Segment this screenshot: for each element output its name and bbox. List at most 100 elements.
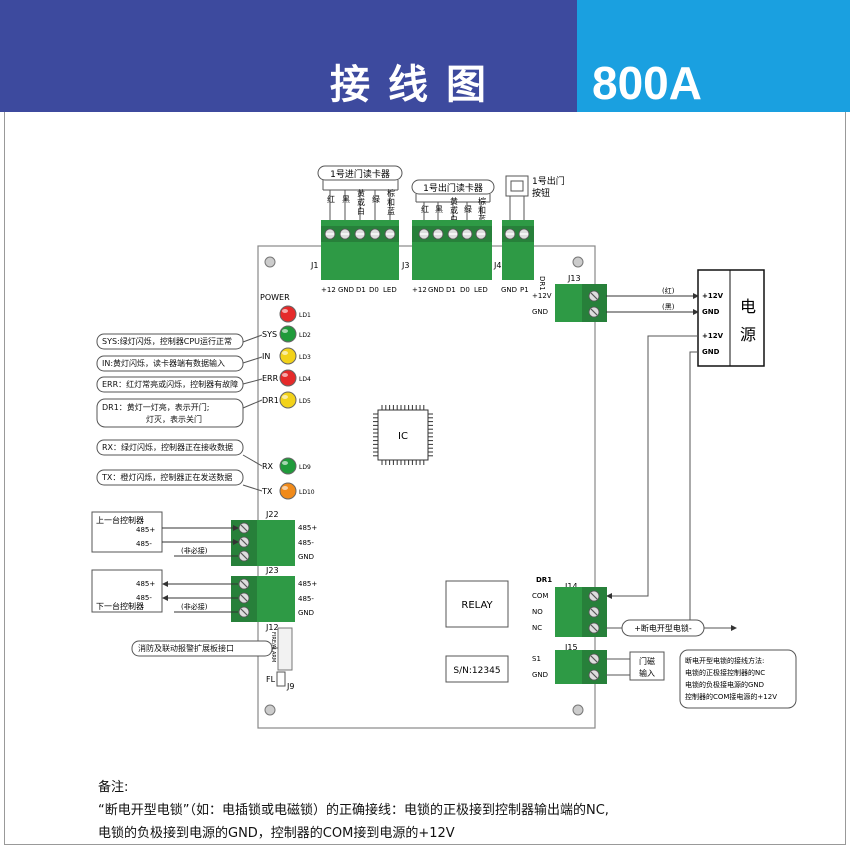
- exit-button-label-1: 1号出门: [532, 175, 565, 187]
- diagram-frame: [4, 112, 846, 845]
- led-ld1: [279, 305, 297, 323]
- j3-pin-3: D1: [446, 286, 456, 294]
- dr1-callout-box: [96, 398, 244, 428]
- j22-pin-3: GND: [298, 553, 314, 561]
- notes-line-1: “断电开型电锁”（如：电插锁或电磁锁）的正确接线：电锁的正极接到控制器输出端的N…: [98, 803, 609, 818]
- lock-label: +断电开型电锁-: [634, 623, 692, 633]
- j23-pin-2: 485-: [298, 595, 314, 603]
- err-callout-box: [96, 376, 244, 393]
- lock-method-3: 电锁的负极接电源的GND: [685, 680, 764, 689]
- door-sensor-1: 门磁: [639, 656, 655, 666]
- j3-pin-4: D0: [460, 286, 470, 294]
- header-left-band: [0, 0, 577, 112]
- dr1-callout-1: DR1：黄灯一灯亮，表示开门;: [102, 402, 210, 412]
- j4-pin-2: P1: [520, 286, 529, 294]
- j15-label: J15: [564, 643, 578, 652]
- j3-pin-1: +12: [412, 286, 427, 294]
- led-label-ld1: POWER: [260, 293, 290, 302]
- lock-method-2: 电锁的正极接控制器的NC: [685, 668, 765, 677]
- j3-wire-yellow-1: 黄: [450, 196, 458, 206]
- j1-wire-brown-1: 棕: [387, 188, 395, 198]
- j15-terminal: [555, 650, 607, 684]
- upper-485p: 485+: [136, 526, 155, 534]
- led-label-ld10: TX: [261, 487, 273, 496]
- j3-wire-brown-1: 棕: [478, 196, 486, 206]
- led-ld2: [279, 325, 297, 343]
- notes-title: 备注:: [98, 780, 129, 795]
- j3-wire-red: 红: [421, 204, 429, 214]
- led-ld3: [279, 347, 297, 365]
- led-ld4: [279, 369, 297, 387]
- j4-label: J4: [493, 261, 501, 270]
- j9-label: J9: [286, 682, 294, 691]
- sys-callout: SYS:绿灯闪烁，控制器CPU运行正常: [102, 336, 232, 346]
- j22-pin-1: 485+: [298, 524, 317, 532]
- j12-connector: [277, 627, 293, 671]
- led-id-ld10: LD10: [299, 489, 315, 496]
- j14-label: J14: [564, 582, 578, 591]
- dr1-top-label: DR1: [538, 276, 546, 291]
- led-highlight: [282, 373, 288, 377]
- j23-label: J23: [265, 566, 279, 575]
- out-reader-label: 1号出门读卡器: [423, 182, 483, 194]
- lock-method-4: 控制器的COM接电源的+12V: [685, 692, 777, 701]
- j13-label: J13: [567, 274, 581, 283]
- in-callout: IN:黄灯闪烁，读卡器端有数据输入: [102, 358, 225, 368]
- j1-wire-yellow-3: 白: [357, 206, 365, 216]
- lower-controller-label: 下一台控制器: [96, 601, 144, 611]
- j1-wire-brown-3: 蓝: [387, 206, 395, 216]
- j3-wire-yellow-2: 或: [450, 205, 458, 215]
- upper-optional: (非必接): [181, 546, 208, 555]
- in-reader-label: 1号进门读卡器: [330, 168, 390, 180]
- led-id-ld9: LD9: [299, 464, 311, 471]
- led-id-ld4: LD4: [299, 376, 311, 383]
- j14-pin-1: COM: [532, 592, 548, 600]
- led-ld9: [279, 457, 297, 475]
- notes-line-2: 电锁的负极接到电源的GND，控制器的COM接到电源的+12V: [98, 826, 455, 841]
- j1-pin-5: LED: [383, 286, 397, 294]
- j1-pin-3: D1: [356, 286, 366, 294]
- j3-label: J3: [401, 261, 409, 270]
- mount-hole: [264, 704, 276, 716]
- mount-hole: [264, 256, 276, 268]
- led-highlight: [282, 351, 288, 355]
- sn-label: S/N:12345: [453, 666, 500, 676]
- upper-controller-label: 上一台控制器: [96, 515, 144, 525]
- controller-board: [257, 245, 596, 729]
- power-supply-box: [697, 269, 765, 367]
- j15-pin-1: S1: [532, 655, 541, 663]
- j1-pin-1: +12: [321, 286, 336, 294]
- out-reader-label-box: [411, 179, 495, 195]
- led-label-ld3: IN: [262, 352, 270, 361]
- relay-box: [445, 580, 509, 628]
- ic-label: IC: [398, 431, 408, 442]
- upper-controller-box: [91, 511, 163, 553]
- j3-wire-black: 黑: [435, 205, 443, 214]
- j1-pin-4: D0: [369, 286, 379, 294]
- err-callout: ERR：红灯常亮或闪烁，控制器有故障: [102, 379, 238, 389]
- dr1-mid-label: DR1: [536, 576, 552, 584]
- led-highlight: [282, 309, 288, 313]
- j23-pin-3: GND: [298, 609, 314, 617]
- j3-wire-green: 绿: [464, 205, 472, 214]
- led-ld5: [279, 391, 297, 409]
- power-term-4: GND: [702, 348, 720, 356]
- j22-pin-2: 485-: [298, 539, 314, 547]
- mount-hole: [572, 256, 584, 268]
- sn-box: [445, 655, 509, 683]
- wire-red-label: (红): [662, 286, 675, 295]
- j12-vertical-label: FIRE/ALARM: [270, 632, 276, 662]
- lower-485p: 485+: [136, 580, 155, 588]
- j1-wire-yellow-2: 或: [357, 197, 365, 207]
- tx-callout-box: [96, 469, 244, 486]
- lock-method-box: [679, 649, 797, 709]
- led-ld10: [279, 482, 297, 500]
- fire-callout: 消防及联动报警扩展板接口: [138, 643, 234, 653]
- j22-label: J22: [265, 510, 279, 519]
- j3-wire-yellow-3: 白: [450, 214, 458, 224]
- j1-wire-black: 黑: [342, 195, 350, 204]
- j1-wire-red: 红: [327, 194, 335, 204]
- led-id-ld5: LD5: [299, 398, 311, 405]
- j1-wire-brown-2: 和: [387, 198, 395, 207]
